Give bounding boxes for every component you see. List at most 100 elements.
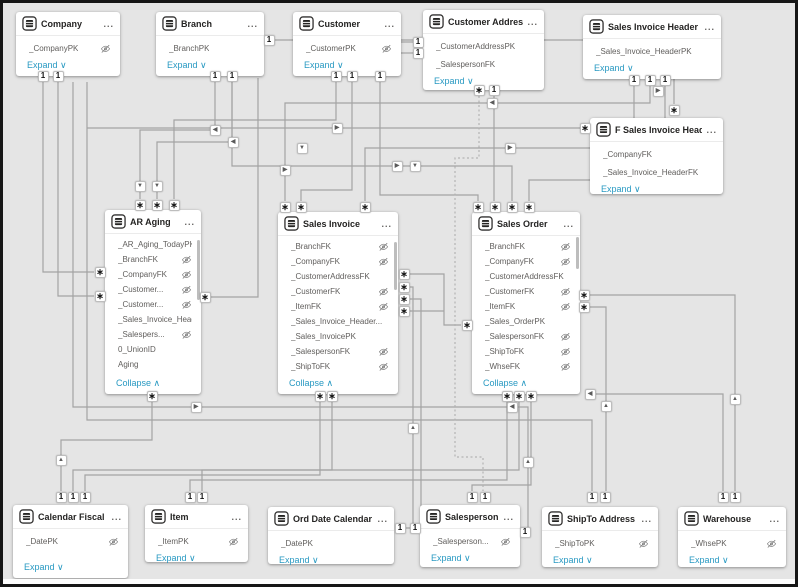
field-row[interactable]: _CustomerAddressFK bbox=[472, 269, 580, 284]
field-row[interactable]: _AR_Aging_TodayPK bbox=[105, 237, 201, 252]
table-card-header[interactable]: Ord Date Calendar Fis...... bbox=[268, 507, 394, 531]
field-row[interactable]: _Customer... bbox=[105, 282, 201, 297]
field-row[interactable]: _BranchPK bbox=[156, 39, 264, 57]
field-row[interactable]: _ItemFK bbox=[472, 299, 580, 314]
table-card-header[interactable]: Company... bbox=[16, 12, 120, 36]
field-row[interactable]: _BranchFK bbox=[105, 252, 201, 267]
field-row[interactable]: _SalespersonFK bbox=[472, 329, 580, 344]
field-row[interactable]: _Sales_InvoicePK bbox=[278, 329, 398, 344]
more-options-icon[interactable]: ... bbox=[704, 21, 715, 32]
more-options-icon[interactable]: ... bbox=[563, 218, 574, 229]
relationship-line[interactable] bbox=[201, 402, 520, 491]
table-card-header[interactable]: Sales Order... bbox=[472, 212, 580, 236]
table-card-header[interactable]: Warehouse... bbox=[678, 507, 786, 531]
table-card-header[interactable]: Calendar Fiscal... bbox=[13, 505, 128, 529]
field-row[interactable]: _ShipToFK bbox=[472, 344, 580, 359]
field-row[interactable]: _Sales_Invoice_HeaderPK bbox=[583, 42, 721, 60]
field-row[interactable]: 0_UnionID bbox=[105, 342, 201, 357]
field-row[interactable]: _WhsePK bbox=[678, 534, 786, 552]
expand-toggle[interactable]: Expand ∨ bbox=[167, 60, 207, 70]
field-row[interactable]: _ItemFK bbox=[278, 299, 398, 314]
field-row[interactable]: _Sales_Invoice_Head... bbox=[105, 312, 201, 327]
table-card-header[interactable]: F Sales Invoice Header... bbox=[590, 118, 723, 142]
relationship-line[interactable] bbox=[173, 82, 337, 199]
expand-toggle[interactable]: Expand ∨ bbox=[601, 184, 641, 194]
relationship-line[interactable] bbox=[231, 82, 513, 201]
table-card-customer-address[interactable]: Customer Address..._CustomerAddressPK_Sa… bbox=[423, 10, 544, 90]
table-card-header[interactable]: Item... bbox=[145, 505, 248, 529]
field-row[interactable]: _Salesperson... bbox=[420, 532, 520, 550]
table-card-header[interactable]: Branch... bbox=[156, 12, 264, 36]
table-card-ar-aging[interactable]: AR Aging..._AR_Aging_TodayPK_BranchFK_Co… bbox=[105, 210, 201, 394]
relationship-line[interactable] bbox=[189, 402, 508, 491]
field-row[interactable]: _SalespersonFK bbox=[423, 55, 544, 73]
expand-toggle[interactable]: Expand ∨ bbox=[27, 60, 67, 70]
expand-toggle[interactable]: Expand ∨ bbox=[24, 562, 64, 572]
relationship-line-inactive[interactable] bbox=[454, 96, 484, 491]
table-card-header[interactable]: ShipTo Address... bbox=[542, 507, 658, 531]
card-scrollbar[interactable] bbox=[197, 240, 200, 300]
field-row[interactable]: _BranchFK bbox=[278, 239, 398, 254]
more-options-icon[interactable]: ... bbox=[103, 18, 114, 29]
more-options-icon[interactable]: ... bbox=[769, 513, 780, 524]
more-options-icon[interactable]: ... bbox=[184, 216, 195, 227]
table-card-shipto-address[interactable]: ShipTo Address... _ShipToPK Expand ∨ bbox=[542, 507, 658, 567]
field-row[interactable]: _Salespers... bbox=[105, 327, 201, 342]
more-options-icon[interactable]: ... bbox=[527, 16, 538, 27]
more-options-icon[interactable]: ... bbox=[381, 218, 392, 229]
relationship-line[interactable] bbox=[407, 273, 461, 326]
table-card-header[interactable]: Customer... bbox=[293, 12, 401, 36]
more-options-icon[interactable]: ... bbox=[641, 513, 652, 524]
relationship-line[interactable] bbox=[589, 306, 607, 491]
expand-toggle[interactable]: Expand ∨ bbox=[434, 76, 474, 86]
relationship-line[interactable] bbox=[139, 82, 216, 199]
field-row[interactable]: _CompanyFK bbox=[105, 267, 201, 282]
table-card-sales-invoice[interactable]: Sales Invoice..._BranchFK_CompanyFK_Cust… bbox=[278, 212, 398, 394]
relationship-line[interactable] bbox=[60, 402, 153, 491]
relationship-line[interactable] bbox=[86, 82, 593, 491]
field-row[interactable]: _CustomerFK bbox=[278, 284, 398, 299]
relationship-line[interactable] bbox=[208, 78, 259, 298]
collapse-toggle[interactable]: Collapse ∧ bbox=[116, 378, 161, 388]
relationship-line[interactable] bbox=[57, 82, 94, 297]
table-card-salesperson[interactable]: Salesperson..._Salesperson...Expand ∨ bbox=[420, 505, 520, 567]
expand-toggle[interactable]: Expand ∨ bbox=[156, 553, 196, 563]
table-card-ord-date-calendar-fiscal[interactable]: Ord Date Calendar Fis......_DatePKExpand… bbox=[268, 507, 394, 565]
expand-toggle[interactable]: Expand ∨ bbox=[689, 555, 729, 565]
field-row[interactable]: _CustomerFK bbox=[472, 284, 580, 299]
field-row[interactable]: _Customer... bbox=[105, 297, 201, 312]
card-scrollbar[interactable] bbox=[394, 242, 397, 290]
field-row[interactable]: _BranchFK bbox=[472, 239, 580, 254]
field-row[interactable]: _CustomerAddressPK bbox=[423, 37, 544, 55]
relationship-line[interactable] bbox=[284, 86, 651, 201]
field-row[interactable]: _CompanyFK bbox=[472, 254, 580, 269]
field-row[interactable]: _Sales_Invoice_HeaderFK bbox=[590, 163, 723, 181]
more-options-icon[interactable]: ... bbox=[231, 511, 242, 522]
relationship-line[interactable] bbox=[300, 82, 353, 201]
more-options-icon[interactable]: ... bbox=[247, 18, 258, 29]
field-row[interactable]: _Sales_OrderPK bbox=[472, 314, 580, 329]
more-options-icon[interactable]: ... bbox=[503, 511, 514, 522]
collapse-toggle[interactable]: Collapse ∧ bbox=[483, 378, 528, 388]
expand-toggle[interactable]: Expand ∨ bbox=[553, 555, 593, 565]
table-card-sales-invoice-header[interactable]: Sales Invoice Header..._Sales_Invoice_He… bbox=[583, 15, 721, 79]
table-card-header[interactable]: Salesperson... bbox=[420, 505, 520, 529]
relationship-line[interactable] bbox=[156, 82, 233, 199]
table-card-header[interactable]: Sales Invoice... bbox=[278, 212, 398, 236]
field-row[interactable]: Aging bbox=[105, 357, 201, 372]
table-card-f-sales-invoice-header[interactable]: F Sales Invoice Header... _CompanyFK_Sale… bbox=[590, 118, 723, 194]
field-row[interactable]: _CompanyFK bbox=[590, 145, 723, 163]
field-row[interactable]: _SalespersonFK bbox=[278, 344, 398, 359]
field-row[interactable]: _WhseFK bbox=[472, 359, 580, 374]
card-scrollbar[interactable] bbox=[576, 237, 579, 269]
more-options-icon[interactable]: ... bbox=[111, 511, 122, 522]
field-row[interactable]: _CustomerAddressFK bbox=[278, 269, 398, 284]
field-row[interactable]: _ShipToPK bbox=[542, 534, 658, 552]
relationship-line[interactable] bbox=[407, 298, 422, 529]
more-options-icon[interactable]: ... bbox=[706, 124, 717, 135]
more-options-icon[interactable]: ... bbox=[384, 18, 395, 29]
